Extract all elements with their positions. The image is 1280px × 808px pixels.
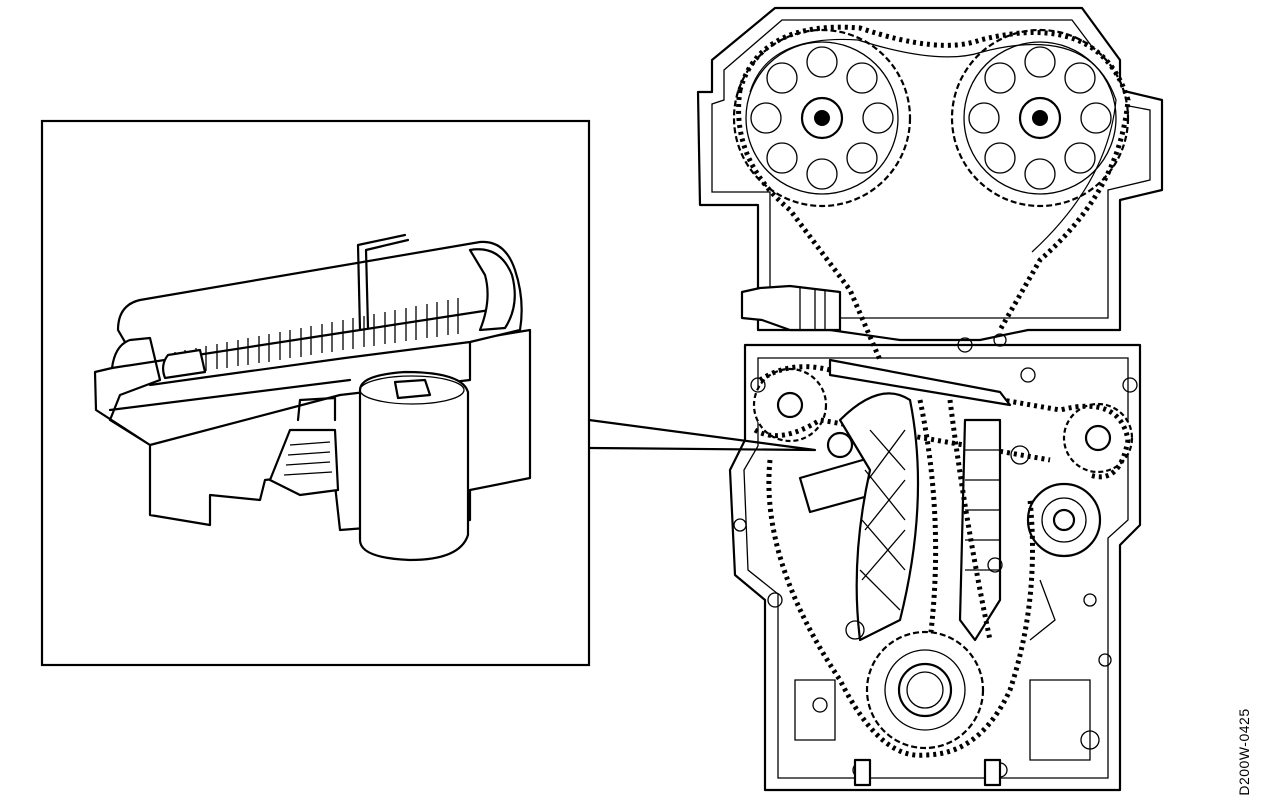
tensioner-on-engine [798, 431, 892, 514]
intermediate-sprocket [752, 367, 828, 443]
tensioner-cutaway-icon [93, 233, 532, 562]
crankshaft-sprocket [865, 630, 985, 750]
bolt-holes [733, 333, 1138, 778]
tensioner-detail-inset [40, 119, 591, 667]
right-idler-sprocket [1062, 402, 1134, 474]
right-cam-sprocket [950, 28, 1130, 208]
figure-code: D200W-0425 [1236, 708, 1252, 796]
left-cam-sprocket [732, 28, 912, 208]
timing-chain-engine-icon [696, 6, 1164, 792]
guide-pulley [1026, 482, 1102, 558]
side-plug [740, 284, 842, 332]
detail-pointer [587, 418, 817, 452]
